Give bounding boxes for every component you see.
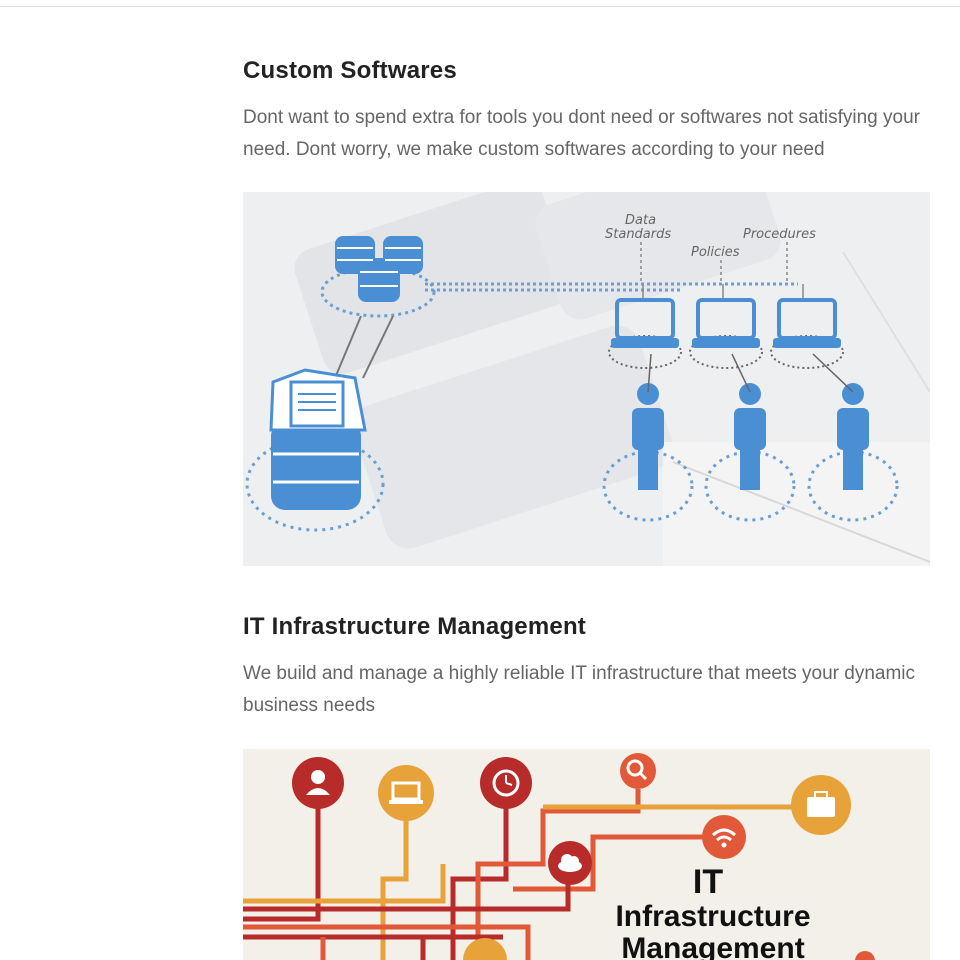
user-node-icon [292,757,344,809]
search-node-icon [620,753,656,789]
wifi-node-icon [702,815,746,859]
database-cluster-icon [320,236,436,318]
it-label-line2: Infrastructure [615,900,810,933]
data-standards-label-line1: Data [625,213,656,228]
policies-label: Policies [691,245,740,260]
it-label-line1: IT [693,863,723,901]
laptop-icons [608,298,844,369]
partial-node-icon-right [855,951,875,960]
custom-softwares-image: Data Standards Policies Procedures [243,192,930,566]
document-database-icon [245,368,385,532]
cloud-node-icon [548,841,592,885]
it-infrastructure-image: IT Infrastructure Management [243,749,930,960]
procedures-label: Procedures [743,227,816,242]
section-description: We build and manage a highly reliable IT… [243,663,916,716]
it-infrastructure-section: IT Infrastructure Management We build an… [243,612,930,722]
section-title: Custom Softwares [243,57,457,84]
person-icons [602,383,899,522]
data-standards-label-line2: Standards [605,227,671,242]
section-description: Dont want to spend extra for tools you d… [243,107,920,160]
briefcase-node-icon [791,775,851,835]
partial-node-icon [463,938,507,960]
section-title: IT Infrastructure Management [243,613,586,640]
custom-softwares-section: Custom Softwares Dont want to spend extr… [243,56,930,166]
laptop-node-icon [378,765,434,821]
top-divider [0,6,960,7]
it-label-line3: Management [621,932,804,960]
clock-node-icon [480,757,532,809]
